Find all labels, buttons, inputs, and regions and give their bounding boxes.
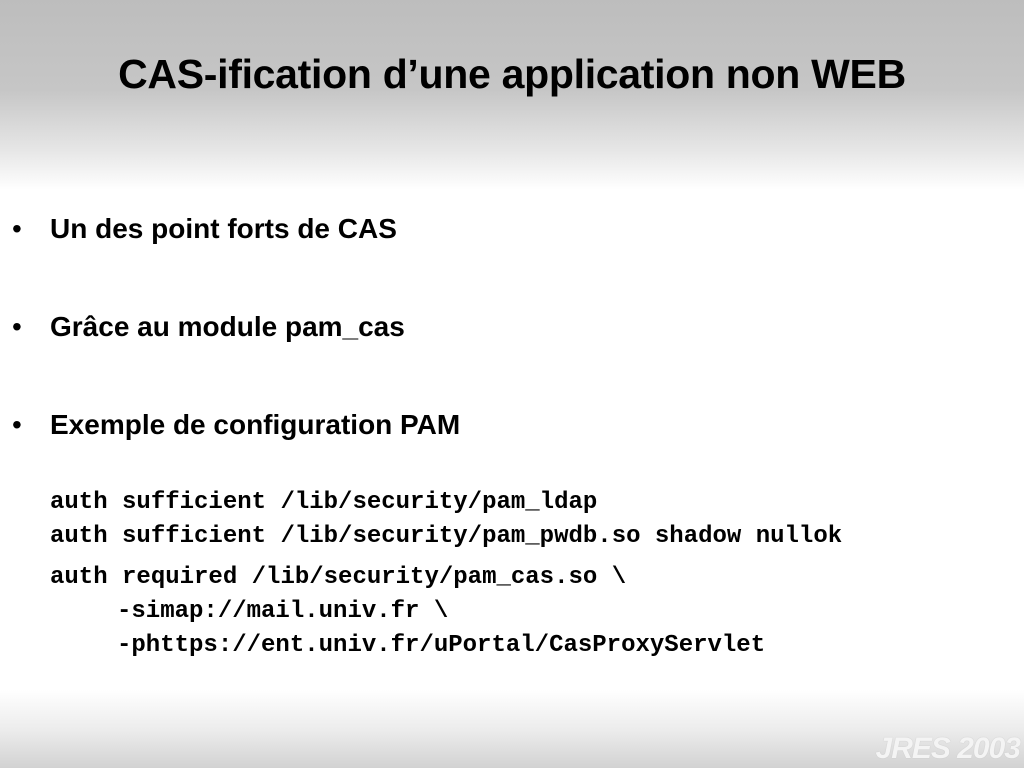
watermark-logo: JRES 2003 — [875, 732, 1021, 765]
code-line: -phttps://ent.univ.fr/uPortal/CasProxySe… — [117, 632, 766, 659]
bullet-text: Grâce au module pam_cas — [50, 311, 405, 342]
code-line: -simap://mail.univ.fr \ — [117, 598, 449, 625]
code-line: auth required /lib/security/pam_cas.so \ — [50, 564, 627, 591]
bullet-text: Un des point forts de CAS — [50, 213, 397, 244]
code-line: auth sufficient /lib/security/pam_pwdb.s… — [50, 523, 843, 550]
bullet-item: • Exemple de configuration PAM — [12, 408, 460, 442]
bullet-dot: • — [12, 409, 22, 440]
bullet-dot: • — [12, 213, 22, 244]
bullet-text: Exemple de configuration PAM — [50, 409, 461, 440]
bullet-dot: • — [12, 311, 22, 342]
bullet-item: • Grâce au module pam_cas — [12, 310, 405, 344]
code-line: auth sufficient /lib/security/pam_ldap — [50, 489, 598, 516]
slide-title: CAS-ification d’une application non WEB — [118, 51, 906, 97]
bullet-item: • Un des point forts de CAS — [12, 212, 397, 246]
